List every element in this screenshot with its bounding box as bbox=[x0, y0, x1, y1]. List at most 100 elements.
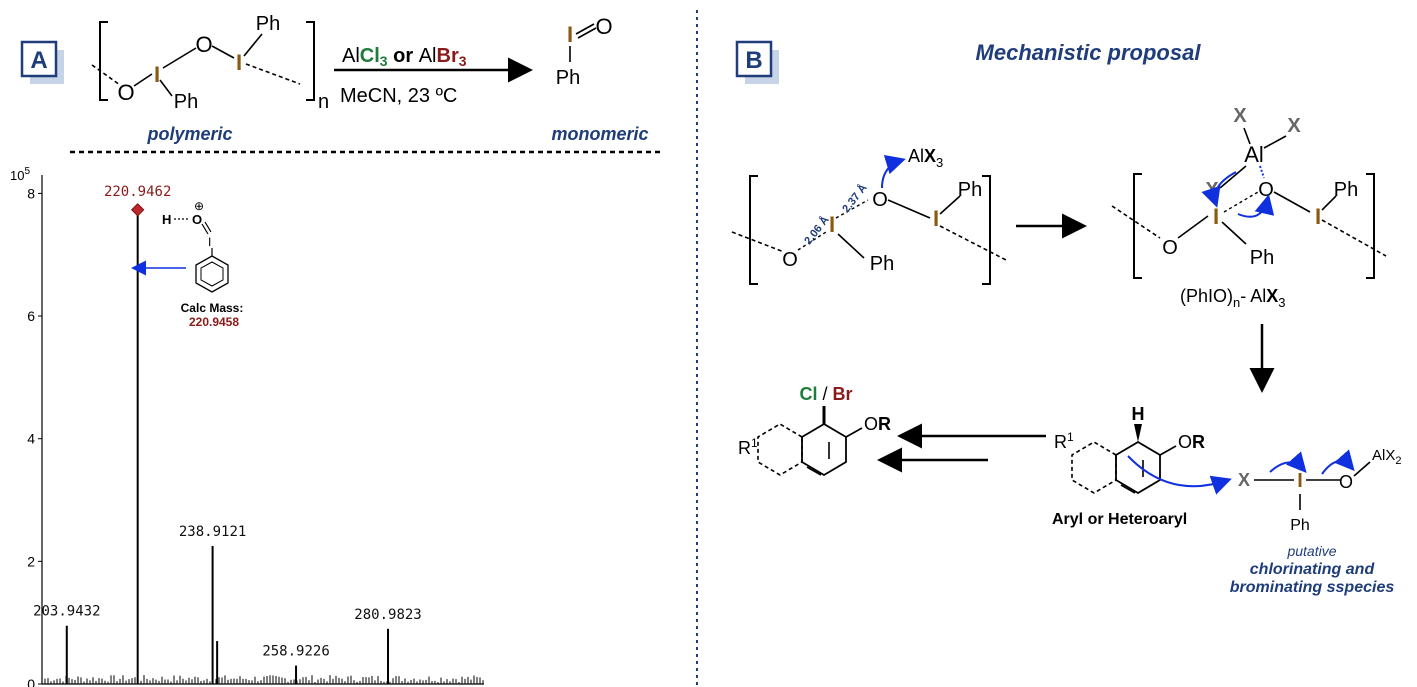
b-alx3: AlX3 bbox=[908, 146, 943, 170]
b-ph4: Ph bbox=[1250, 247, 1274, 269]
b-i3-o4 bbox=[1223, 191, 1259, 213]
b-chain-dash1 bbox=[731, 231, 785, 253]
b-ph1: Ph bbox=[958, 179, 982, 201]
bond-i-o bbox=[162, 47, 197, 69]
b-o-species: O bbox=[1339, 472, 1353, 492]
atom-o-left: O bbox=[117, 80, 134, 105]
atom-o-mid: O bbox=[195, 32, 212, 57]
b-wedge-h bbox=[1134, 424, 1142, 442]
peak-label: 280.9823 bbox=[354, 607, 421, 623]
b-prod-or-bond bbox=[845, 427, 863, 438]
b-species: X I O AlX2 Ph putative chlorinating and … bbox=[1230, 447, 1402, 596]
b-prod-r1: R1 bbox=[738, 436, 758, 458]
peak-label: 238.9121 bbox=[179, 524, 246, 540]
b-al-x2 bbox=[1263, 135, 1287, 149]
inset-structure: H O ⊕ I Calc Mass: 220.9458 bbox=[131, 199, 244, 329]
atom-i-left: I bbox=[154, 62, 160, 87]
chain-dash-left bbox=[91, 64, 121, 86]
bracket-right bbox=[306, 21, 315, 101]
label-monomeric: monomeric bbox=[551, 124, 648, 144]
b-bond-len2: 2.37 Å bbox=[839, 181, 869, 215]
b-i-species: I bbox=[1297, 470, 1303, 492]
b-bond-len1: 2.06 Å bbox=[801, 213, 831, 247]
inset-charge: ⊕ bbox=[194, 199, 204, 213]
b-i2: I bbox=[933, 206, 939, 231]
b-i3-ph bbox=[1221, 221, 1247, 245]
bond-i-ph2 bbox=[159, 79, 173, 97]
b-chain-dash4 bbox=[1321, 219, 1387, 257]
y-tick-label: 2 bbox=[27, 553, 35, 569]
b-h: H bbox=[1132, 404, 1145, 424]
atom-i-right: I bbox=[236, 50, 242, 75]
b-o-i3 bbox=[1177, 215, 1209, 239]
label-a-box bbox=[20, 40, 58, 78]
conditions: MeCN, 23 ºC bbox=[340, 85, 457, 107]
b-i-ph2 bbox=[837, 233, 865, 259]
product-bond2 bbox=[577, 27, 597, 39]
ph-bottom: Ph bbox=[174, 91, 198, 113]
inset-h: H bbox=[162, 212, 171, 227]
y-exponent: 105 bbox=[10, 166, 30, 183]
b-or: OR bbox=[1178, 432, 1205, 452]
b-ring-dbl2 bbox=[1120, 484, 1136, 494]
panel-b: B Mechanistic proposal O I O I Ph Ph 2.0… bbox=[731, 40, 1402, 596]
b-prod-ring-left bbox=[757, 423, 803, 476]
b-o4-i4 bbox=[1273, 191, 1311, 213]
product-o: O bbox=[595, 14, 612, 39]
y-tick-label: 4 bbox=[27, 431, 35, 447]
y-tick-label: 6 bbox=[27, 308, 35, 324]
b-i4: I bbox=[1315, 204, 1321, 229]
b-putative: putative bbox=[1286, 543, 1336, 559]
b-substrate: H OR R1 Aryl or Heteroaryl bbox=[1052, 404, 1232, 528]
b-complex-label: (PhIO)n- AlX3 bbox=[1180, 286, 1286, 310]
b-curved-arrow1 bbox=[881, 155, 906, 189]
b-r1: R1 bbox=[1054, 430, 1074, 452]
b-bracket-left1 bbox=[749, 175, 758, 285]
b-bracket-right2 bbox=[1366, 173, 1375, 279]
b-i-ph bbox=[939, 195, 961, 215]
inset-calc-label: Calc Mass: bbox=[181, 301, 244, 315]
baseline-noise bbox=[44, 675, 484, 684]
b-prod-halogen: Cl / Br bbox=[799, 384, 852, 404]
b-o4: O bbox=[1258, 179, 1274, 201]
peaks bbox=[65, 211, 390, 684]
y-tick-label: 0 bbox=[27, 676, 35, 687]
y-tick-label: 8 bbox=[27, 185, 35, 201]
panel-b-title: Mechanistic proposal bbox=[976, 40, 1202, 65]
inset-benzene-inner bbox=[200, 261, 224, 287]
ph-top: Ph bbox=[256, 13, 280, 35]
peak-marker bbox=[130, 203, 145, 217]
b-o-i bbox=[887, 199, 931, 219]
bond-i-ph bbox=[243, 33, 263, 57]
b-al-x1 bbox=[1243, 127, 1251, 145]
repeat-n: n bbox=[318, 91, 329, 113]
b-curved-arrow5 bbox=[1269, 451, 1307, 474]
bracket-left bbox=[99, 21, 108, 101]
b-i1: I bbox=[829, 212, 835, 237]
b-x-top1: X bbox=[1233, 105, 1247, 127]
b-or-bond bbox=[1159, 445, 1177, 456]
label-b: B bbox=[745, 47, 762, 74]
label-polymeric: polymeric bbox=[146, 124, 232, 144]
b-alx2: AlX2 bbox=[1372, 447, 1401, 467]
product-ph: Ph bbox=[556, 67, 580, 89]
b-o3: O bbox=[1162, 237, 1178, 259]
inset-calc-value: 220.9458 bbox=[189, 315, 239, 329]
b-o1: O bbox=[782, 249, 798, 271]
inset-o: O bbox=[192, 212, 202, 227]
inset-i: I bbox=[208, 235, 211, 249]
b-bracket-right1 bbox=[982, 175, 991, 285]
b-o-al-bond bbox=[1353, 461, 1371, 477]
b-prod-dbl2 bbox=[806, 466, 822, 476]
b-species-line2: brominating sspecies bbox=[1230, 579, 1395, 596]
b-x-top2: X bbox=[1287, 115, 1301, 137]
product-bond1 bbox=[575, 23, 595, 35]
y-ticks: 0 2 4 6 8 bbox=[27, 185, 42, 687]
peak-label: 258.9226 bbox=[262, 644, 329, 660]
b-i4-ph bbox=[1321, 195, 1337, 211]
b-ioc2 bbox=[835, 199, 869, 219]
b-curved-arrow3 bbox=[1237, 194, 1275, 218]
